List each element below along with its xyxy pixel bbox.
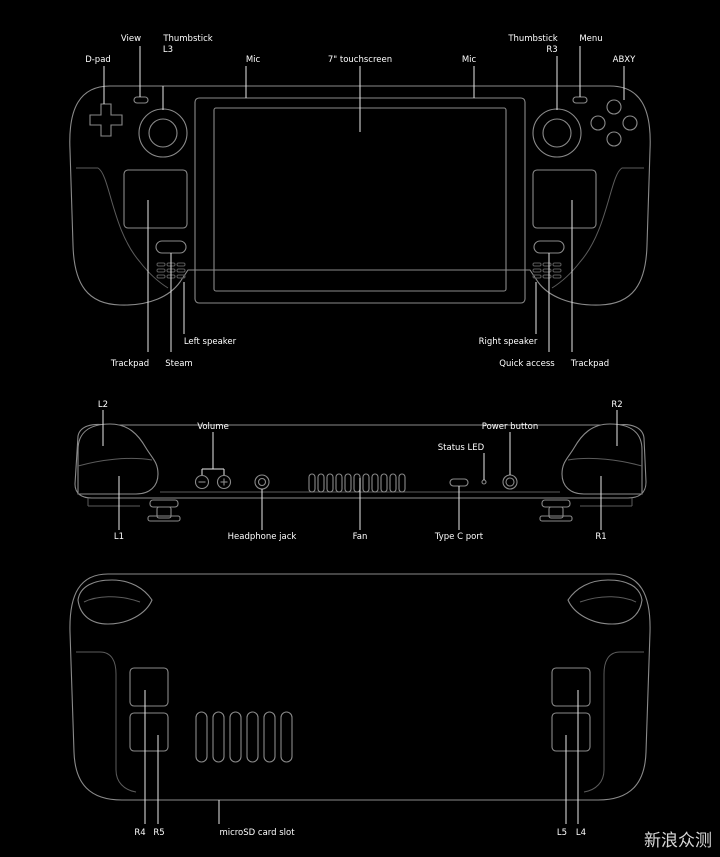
label-mic-left: Mic — [246, 55, 261, 65]
l5-button — [551, 712, 591, 752]
steam-button — [155, 240, 187, 254]
right-stick-knob — [539, 499, 573, 522]
type-c-port — [449, 478, 469, 487]
r1-bumper-line — [567, 457, 643, 467]
r5-button — [129, 712, 169, 752]
back-right-trigger-recess — [567, 579, 643, 625]
top-view: L2 R2 Volume Power button Status LED L1 … — [74, 400, 647, 542]
a-button — [606, 131, 622, 147]
menu-button — [572, 96, 588, 104]
l4-button — [551, 667, 591, 707]
b-button — [622, 115, 638, 131]
label-r4: R4 — [134, 828, 145, 838]
r4-button — [129, 667, 169, 707]
label-menu: Menu — [579, 34, 602, 44]
label-left-speaker: Left speaker — [184, 337, 237, 347]
label-touchscreen: 7" touchscreen — [328, 55, 392, 65]
left-trackpad — [123, 169, 188, 229]
label-r2: R2 — [611, 400, 622, 410]
quick-access-button — [533, 240, 565, 254]
label-l2: L2 — [98, 400, 108, 410]
label-thumbstick-right: Thumbstick — [507, 34, 557, 44]
label-r5: R5 — [153, 828, 164, 838]
label-right-speaker: Right speaker — [479, 337, 538, 347]
label-steam: Steam — [165, 359, 192, 369]
label-mic-right: Mic — [462, 55, 477, 65]
back-view: R4 R5 microSD card slot L5 L4 — [69, 573, 651, 838]
volume-down-button — [194, 474, 210, 490]
back-vents — [195, 711, 293, 763]
label-l3: L3 — [163, 45, 173, 55]
fan-vents — [308, 473, 406, 493]
right-thumbstick-ring — [532, 108, 582, 158]
label-quick-access: Quick access — [499, 359, 555, 369]
left-speaker-grille — [156, 262, 186, 279]
label-dpad: D-pad — [85, 55, 111, 65]
back-body-outline — [69, 573, 651, 801]
label-l1: L1 — [114, 532, 124, 542]
label-r3: R3 — [546, 45, 557, 55]
front-view: D-pad View Thumbstick L3 Mic 7" touchscr… — [69, 34, 651, 369]
touchscreen — [213, 107, 507, 292]
dpad-icon — [89, 103, 123, 137]
headphone-jack — [254, 474, 270, 490]
label-abxy: ABXY — [613, 55, 636, 65]
label-status-led: Status LED — [438, 443, 485, 453]
label-microsd: microSD card slot — [219, 828, 295, 838]
label-l5: L5 — [557, 828, 567, 838]
left-grip-line — [76, 167, 169, 289]
l1-bumper-line — [77, 457, 153, 467]
volume-up-button — [216, 474, 232, 490]
front-body-outline — [69, 85, 651, 306]
label-trackpad-left: Trackpad — [110, 359, 149, 369]
label-trackpad-right: Trackpad — [570, 359, 609, 369]
power-button — [502, 474, 518, 490]
view-button — [133, 96, 149, 104]
right-grip-line — [551, 167, 644, 289]
label-r1: R1 — [595, 532, 606, 542]
label-fan: Fan — [353, 532, 368, 542]
label-volume: Volume — [197, 422, 229, 432]
back-panel-contour — [76, 651, 137, 793]
left-stick-knob — [147, 499, 181, 522]
label-type-c-port: Type C port — [434, 532, 484, 542]
watermark: 新浪众测 — [644, 831, 712, 851]
label-power-button: Power button — [482, 422, 538, 432]
x-button — [590, 115, 606, 131]
left-thumbstick-cap — [148, 118, 178, 148]
top-body-outline — [74, 423, 647, 499]
y-button — [606, 99, 622, 115]
right-trackpad — [532, 169, 597, 229]
label-thumbstick-left: Thumbstick — [162, 34, 212, 44]
right-speaker-grille — [532, 262, 562, 279]
right-thumbstick-cap — [542, 118, 572, 148]
back-left-trigger-recess — [77, 579, 153, 625]
left-thumbstick-ring — [138, 108, 188, 158]
label-headphone-jack: Headphone jack — [228, 532, 297, 542]
label-l4: L4 — [576, 828, 586, 838]
label-view: View — [121, 34, 141, 44]
status-led — [481, 479, 487, 485]
